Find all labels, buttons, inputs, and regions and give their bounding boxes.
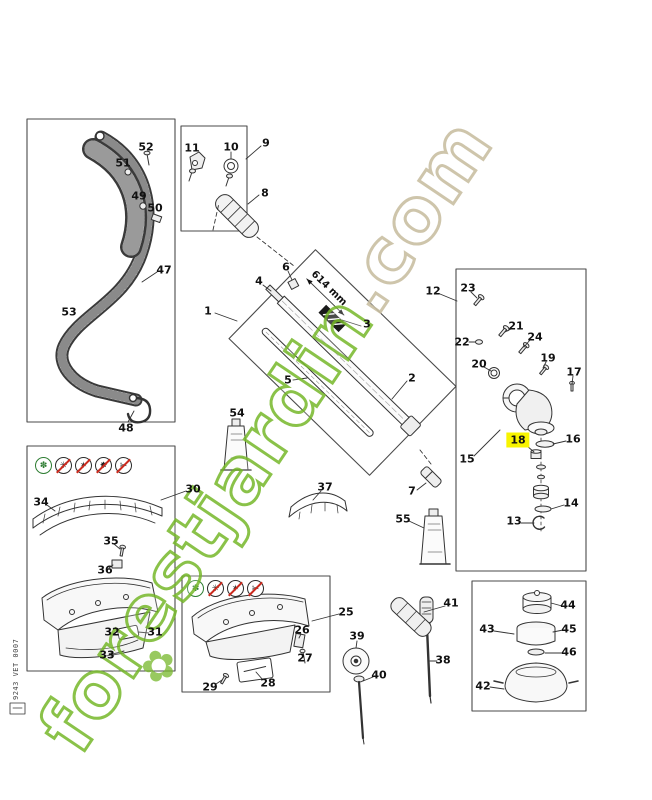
prohibited-tool-icon: ✸ <box>95 457 112 474</box>
tool-handle-41-drawing <box>390 597 432 637</box>
part-label-6[interactable]: 6 <box>282 260 290 274</box>
part-label-55[interactable]: 55 <box>395 512 411 526</box>
part-label-8[interactable]: 8 <box>261 186 269 200</box>
part-label-19[interactable]: 19 <box>540 351 556 365</box>
part-label-4[interactable]: 4 <box>255 274 263 288</box>
part-label-51[interactable]: 51 <box>115 156 131 170</box>
part-label-32[interactable]: 32 <box>104 625 120 639</box>
plate-mark <box>9 702 26 715</box>
assembly-dashed-lines <box>212 202 432 465</box>
part-label-16[interactable]: 16 <box>565 432 581 446</box>
washer-39-drawing <box>342 647 370 675</box>
part-label-28[interactable]: 28 <box>260 676 276 690</box>
part-label-29[interactable]: 29 <box>202 680 218 694</box>
part-label-12[interactable]: 12 <box>425 284 441 298</box>
prohibited-tool-icon: ✶ <box>75 457 92 474</box>
part-label-39[interactable]: 39 <box>349 629 365 643</box>
mowing-head-drawing <box>493 590 579 703</box>
part-label-25[interactable]: 25 <box>338 605 354 619</box>
part-label-13[interactable]: 13 <box>506 514 522 528</box>
coupler-7-drawing <box>420 466 442 488</box>
part-label-53[interactable]: 53 <box>61 305 77 319</box>
part-label-3[interactable]: 3 <box>363 317 371 331</box>
part-label-45[interactable]: 45 <box>561 622 577 636</box>
part-label-36[interactable]: 36 <box>97 563 113 577</box>
part-label-34[interactable]: 34 <box>33 495 49 509</box>
part-label-42[interactable]: 42 <box>475 679 491 693</box>
harness-drawing <box>55 130 163 424</box>
part-label-10[interactable]: 10 <box>223 140 239 154</box>
part-label-31[interactable]: 31 <box>147 625 163 639</box>
part-label-14[interactable]: 14 <box>563 496 579 510</box>
deflector-25-drawing <box>191 593 310 685</box>
part-label-27[interactable]: 27 <box>297 651 313 665</box>
part-label-20[interactable]: 20 <box>471 357 487 371</box>
part-label-26[interactable]: 26 <box>294 623 310 637</box>
grip-drawing <box>215 194 259 238</box>
part-label-37[interactable]: 37 <box>317 480 333 494</box>
deflector-30-drawing <box>41 544 159 659</box>
allowed-tool-icon: ✽ <box>35 457 52 474</box>
prohibited-tool-icon: ✳ <box>55 457 72 474</box>
part-label-41[interactable]: 41 <box>443 596 459 610</box>
part-label-11[interactable]: 11 <box>184 141 200 155</box>
handle-clamp-drawing <box>188 151 239 187</box>
part-label-21[interactable]: 21 <box>508 319 524 333</box>
part-label-46[interactable]: 46 <box>561 645 577 659</box>
part-label-33[interactable]: 33 <box>99 648 115 662</box>
part-label-23[interactable]: 23 <box>460 281 476 295</box>
part-label-43[interactable]: 43 <box>479 622 495 636</box>
prohibited-tool-icon: ✂ <box>247 580 264 597</box>
leader-lines <box>46 145 574 690</box>
part-label-5[interactable]: 5 <box>284 373 292 387</box>
icon-strip: ✽✳✶✂ <box>187 580 264 597</box>
shaft-box-drawing: 614 mm <box>228 249 457 476</box>
part-label-1[interactable]: 1 <box>204 304 212 318</box>
part-label-17[interactable]: 17 <box>566 365 582 379</box>
guard-rail-34-drawing <box>32 495 163 536</box>
part-label-48[interactable]: 48 <box>118 421 134 435</box>
prohibited-tool-icon: ✳ <box>207 580 224 597</box>
part-label-35[interactable]: 35 <box>103 534 119 548</box>
part-label-44[interactable]: 44 <box>560 598 576 612</box>
part-label-22[interactable]: 22 <box>454 335 470 349</box>
screwdriver-40-drawing <box>353 675 365 745</box>
part-label-50[interactable]: 50 <box>147 201 163 215</box>
allowed-tool-icon: ✽ <box>187 580 204 597</box>
part-label-7[interactable]: 7 <box>408 484 416 498</box>
part-label-18[interactable]: 18 <box>506 432 530 448</box>
part-label-52[interactable]: 52 <box>138 140 154 154</box>
part-label-24[interactable]: 24 <box>527 330 543 344</box>
grease-tube-54-drawing <box>220 418 252 471</box>
part-label-54[interactable]: 54 <box>229 406 245 420</box>
gearhead-drawing <box>473 294 575 533</box>
icon-strip: ✽✳✶✸✂ <box>35 457 132 474</box>
part-label-9[interactable]: 9 <box>262 136 270 150</box>
part-label-2[interactable]: 2 <box>408 371 416 385</box>
part-label-40[interactable]: 40 <box>371 668 387 682</box>
part-label-49[interactable]: 49 <box>131 189 147 203</box>
diagram-frames <box>26 118 587 712</box>
grease-tube-55-drawing <box>419 508 451 565</box>
part-label-15[interactable]: 15 <box>459 452 475 466</box>
part-label-30[interactable]: 30 <box>185 482 201 496</box>
screw-icons <box>473 294 575 392</box>
prohibited-tool-icon: ✂ <box>115 457 132 474</box>
prohibited-tool-icon: ✶ <box>227 580 244 597</box>
guard-37-drawing <box>288 492 348 520</box>
part-label-47[interactable]: 47 <box>156 263 172 277</box>
part-label-38[interactable]: 38 <box>435 653 451 667</box>
